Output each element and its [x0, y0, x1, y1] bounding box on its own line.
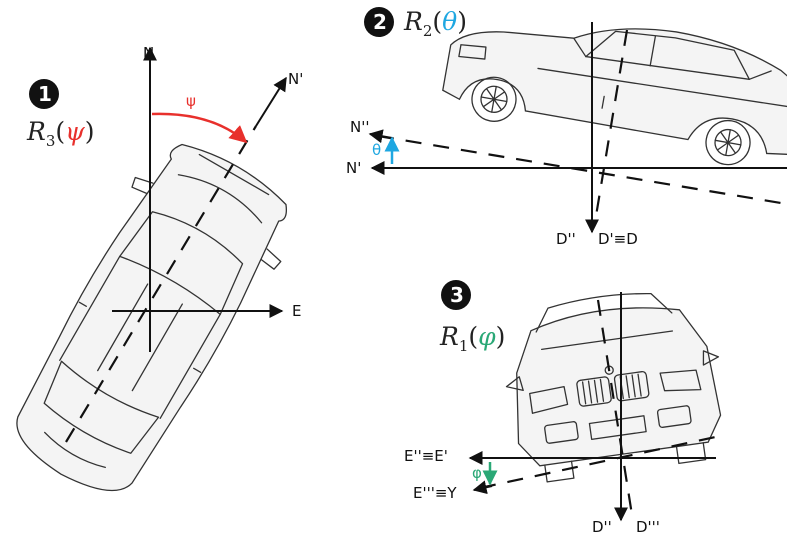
label-n-prime: N'	[346, 159, 361, 177]
label-psi: ψ	[186, 92, 196, 110]
badge-1-number: 1	[38, 82, 52, 106]
e-triple-prime-arrow	[472, 480, 493, 495]
badge-3	[441, 280, 471, 310]
rotation-label-r2: R2(θ)	[403, 7, 467, 40]
badge-2-number: 2	[373, 10, 387, 34]
label-east: E	[292, 302, 301, 320]
badge-1	[29, 79, 59, 109]
label-d-double-prime: D''	[556, 230, 576, 248]
car-front-view	[505, 292, 722, 483]
pitched-vertical-line	[593, 29, 629, 223]
label-d-prime-eq-d: D'≡D	[598, 230, 638, 248]
label-north-prime: N'	[288, 70, 303, 88]
label-d-double-prime-3: D''	[592, 518, 612, 536]
badge-3-number: 3	[450, 283, 464, 307]
label-e-triple-eq-y: E'''≡Y	[413, 484, 457, 502]
label-north: N	[143, 44, 154, 62]
panel-1-yaw: N N' E ψ 1 R3(ψ)	[16, 44, 303, 492]
car-side-view	[442, 28, 787, 166]
heading-line-n-prime	[65, 125, 257, 443]
panel-2-pitch: N'' N' θ D'' D'≡D 2 R2(θ)	[346, 7, 787, 248]
panel-3-roll: E''≡E' E'''≡Y φ D'' D''' 3 R1(φ)	[404, 280, 722, 536]
rotation-label-r1: R1(φ)	[439, 322, 505, 355]
label-n-double-prime: N''	[350, 118, 369, 136]
badge-2	[364, 7, 394, 37]
pitched-heading-line	[377, 134, 787, 206]
rolled-vertical-line	[596, 299, 634, 516]
car-top-view	[16, 143, 287, 492]
label-e-double-eq-e-prime: E''≡E'	[404, 447, 448, 465]
rotation-label-r3: R3(ψ)	[26, 117, 95, 150]
label-theta: θ	[372, 141, 381, 159]
psi-rotation-arc	[151, 112, 248, 144]
label-phi: φ	[472, 464, 482, 482]
rolled-lateral-line	[479, 434, 721, 490]
label-d-triple-prime: D'''	[636, 518, 660, 536]
n-prime-axis-arrow	[255, 76, 287, 127]
